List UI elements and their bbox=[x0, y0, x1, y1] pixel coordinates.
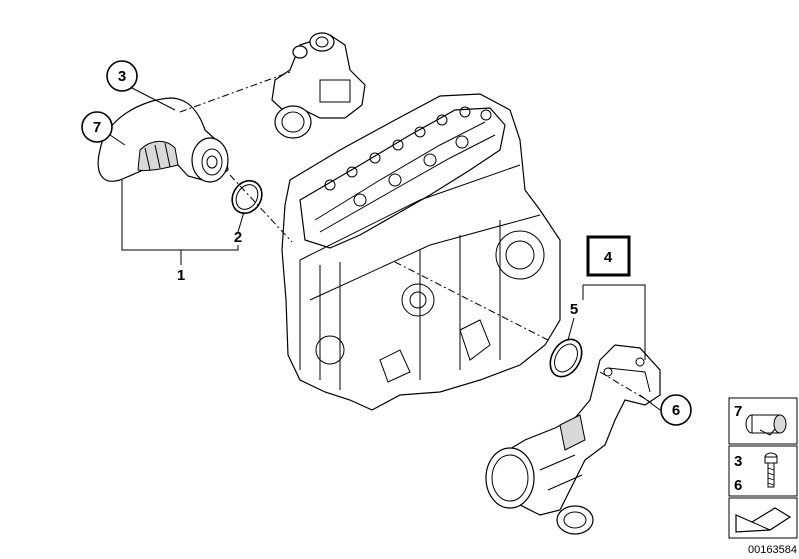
callout-4: 4 bbox=[586, 235, 631, 277]
legend-panel: 7 3 6 bbox=[728, 397, 798, 539]
centerline-upper bbox=[179, 71, 291, 113]
callout-7: 7 bbox=[81, 111, 113, 143]
centerline-right bbox=[394, 261, 549, 341]
bolt-icon bbox=[764, 452, 778, 488]
callout-3: 3 bbox=[106, 60, 138, 92]
engine-block bbox=[281, 93, 561, 411]
legend-row-3: 3 bbox=[734, 453, 742, 470]
document-number: 00163584 bbox=[748, 544, 797, 556]
o-ring-5 bbox=[549, 338, 583, 378]
legend-row-7: 7 bbox=[734, 403, 742, 420]
hose-clamp-icon bbox=[745, 414, 787, 436]
o-ring-2 bbox=[231, 179, 263, 215]
centerline-left bbox=[229, 174, 293, 243]
arrow-icon bbox=[735, 507, 792, 533]
thermostat-housing bbox=[271, 32, 366, 139]
callout-2: 2 bbox=[234, 229, 242, 246]
legend-row-6: 6 bbox=[734, 477, 742, 494]
coolant-pipe-right bbox=[485, 344, 661, 535]
leader-lines bbox=[109, 86, 661, 411]
callout-1: 1 bbox=[177, 267, 185, 284]
svg-text:6: 6 bbox=[672, 402, 680, 419]
svg-text:4: 4 bbox=[604, 249, 613, 266]
svg-text:3: 3 bbox=[118, 68, 126, 85]
coolant-hose-left bbox=[97, 97, 229, 183]
callout-5: 5 bbox=[570, 301, 578, 318]
callout-6: 6 bbox=[660, 394, 692, 426]
svg-text:7: 7 bbox=[93, 119, 101, 136]
